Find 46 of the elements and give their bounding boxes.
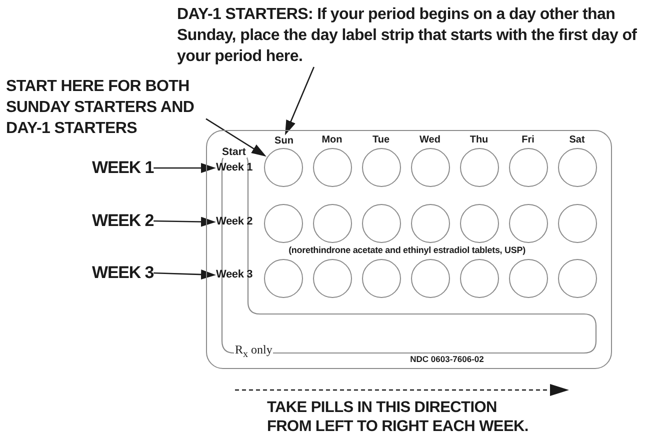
week-label: Week 1: [216, 162, 253, 174]
start-label: Start: [221, 146, 247, 158]
day-label: Tue: [372, 134, 390, 146]
pill-blister: [410, 258, 450, 298]
day-label: Thu: [470, 134, 488, 146]
pill-blister: [460, 148, 498, 186]
pill-blister: [362, 204, 400, 242]
pill-blister: [558, 204, 596, 242]
drug-name-text: (norethindrone acetate and ethinyl estradiol tablets, USP): [288, 244, 526, 256]
day-label: Sat: [569, 134, 585, 146]
pill-blister: [362, 258, 400, 298]
pill-blister: [410, 148, 450, 186]
pill-blister: [508, 204, 548, 242]
day-label: Mon: [322, 134, 342, 146]
pill-blister: [508, 148, 548, 186]
day-label: Fri: [522, 134, 534, 146]
pill-blister: [460, 204, 498, 242]
week-title: WEEK 1: [92, 158, 154, 178]
arrow: [154, 270, 216, 280]
pill-blister: [410, 204, 450, 242]
direction-text: TAKE PILLS IN THIS DIRECTION FROM LEFT TO RIGHT EACH WEEK.: [267, 398, 530, 436]
week-title: WEEK 3: [92, 263, 154, 283]
blister-card: [206, 130, 612, 369]
pill-blister: [312, 204, 352, 242]
pill-blister: [558, 148, 596, 186]
pill-blister: [362, 148, 400, 186]
arrow: [154, 216, 216, 227]
pill-blister: [264, 148, 302, 186]
arrow: [154, 163, 216, 173]
pill-blister: [264, 204, 302, 242]
week-label: Week 2: [216, 216, 253, 228]
day-label: Wed: [420, 134, 440, 146]
arrow: [206, 118, 266, 157]
pill-blister: [460, 258, 498, 298]
instruction-text: DAY-1 STARTERS: If your period begins on a day other than Sunday, place the day label strip that starts with the first day of your period here.: [177, 4, 649, 67]
day-label: Sun: [274, 135, 294, 147]
instruction-text: START HERE FOR BOTH SUNDAY STARTERS AND DAY-1 STARTERS: [6, 76, 206, 139]
pill-blister: [312, 258, 352, 298]
ndc-code: NDC 0603-7606-02: [410, 355, 484, 365]
pill-blister: [558, 258, 596, 298]
pill-blister: [264, 258, 302, 298]
week-label: Week 3: [216, 268, 253, 282]
week-title: WEEK 2: [92, 211, 154, 231]
arrow: [285, 66, 314, 136]
pill-blister: [508, 258, 548, 298]
pill-blister: [312, 148, 352, 186]
